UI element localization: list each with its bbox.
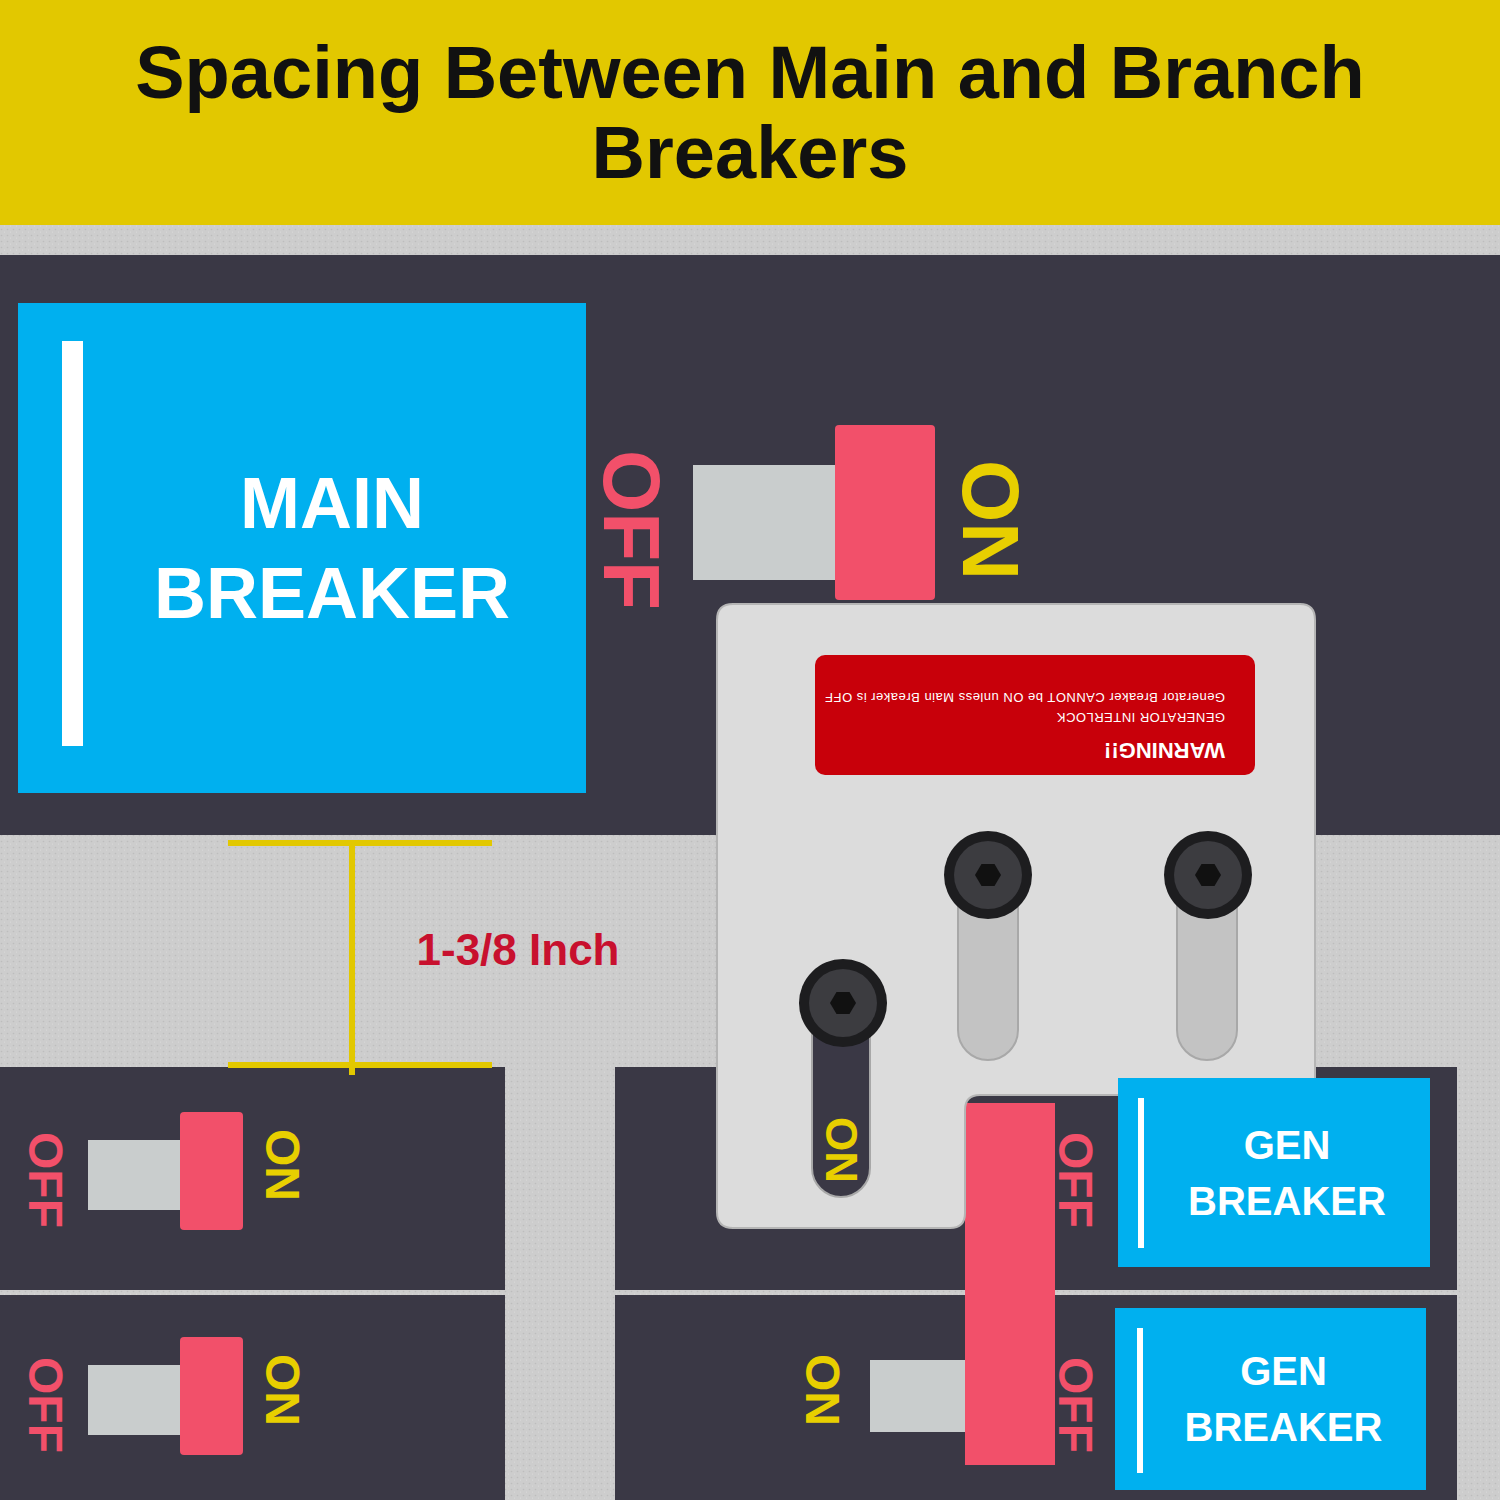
switch-handle xyxy=(835,425,935,600)
box-text: GENERATOR INTERLOCK xyxy=(1056,710,1225,725)
accent-bar xyxy=(62,341,83,746)
branch-breaker xyxy=(0,1295,505,1500)
switch-state: OFF xyxy=(21,1357,69,1453)
switch-base xyxy=(88,1140,180,1210)
switch-state: OFF xyxy=(21,1132,69,1228)
switch-handle xyxy=(180,1112,243,1230)
gen-breaker-box: GEN BREAKER xyxy=(1115,1308,1426,1490)
switch-state: ON xyxy=(258,1129,306,1201)
title-band xyxy=(0,0,1500,225)
switch-base xyxy=(88,1365,180,1435)
screw xyxy=(799,959,887,1047)
switch-state: OFF xyxy=(1051,1132,1099,1228)
accent-bar xyxy=(1137,1328,1143,1473)
box-text: Generator Breaker CANNOT be ON unless Ma… xyxy=(825,690,1225,705)
box-heading: GEN BREAKER xyxy=(1154,1117,1420,1229)
box-heading: GEN BREAKER xyxy=(1151,1343,1416,1455)
switch-base xyxy=(870,1360,965,1432)
switch-state: ON xyxy=(819,1117,863,1183)
screw xyxy=(944,831,1032,919)
tied-switch-handle xyxy=(965,1103,1055,1465)
switch-state: ON xyxy=(950,460,1030,580)
switch-state: ON xyxy=(798,1354,846,1426)
box-heading: MAIN BREAKER xyxy=(108,458,556,638)
switch-handle xyxy=(180,1337,243,1455)
branch-breaker xyxy=(0,1067,505,1290)
warning-label: WARNING!! GENERATOR INTERLOCK Generator Br… xyxy=(815,655,1255,775)
dimension-label: 1-3/8 Inch xyxy=(417,928,620,972)
switch-state: OFF xyxy=(591,450,671,610)
switch-base xyxy=(693,465,835,580)
screw xyxy=(1164,831,1252,919)
title: Spacing Between Main and Branch Breakers xyxy=(0,0,1500,225)
accent-bar xyxy=(1138,1098,1144,1248)
switch-state: ON xyxy=(258,1354,306,1426)
box-heading: WARNING!! xyxy=(1104,737,1225,763)
main-breaker-box: MAIN BREAKER xyxy=(18,303,586,793)
switch-state: OFF xyxy=(1051,1357,1099,1453)
gen-breaker-box: GEN BREAKER xyxy=(1118,1078,1430,1267)
